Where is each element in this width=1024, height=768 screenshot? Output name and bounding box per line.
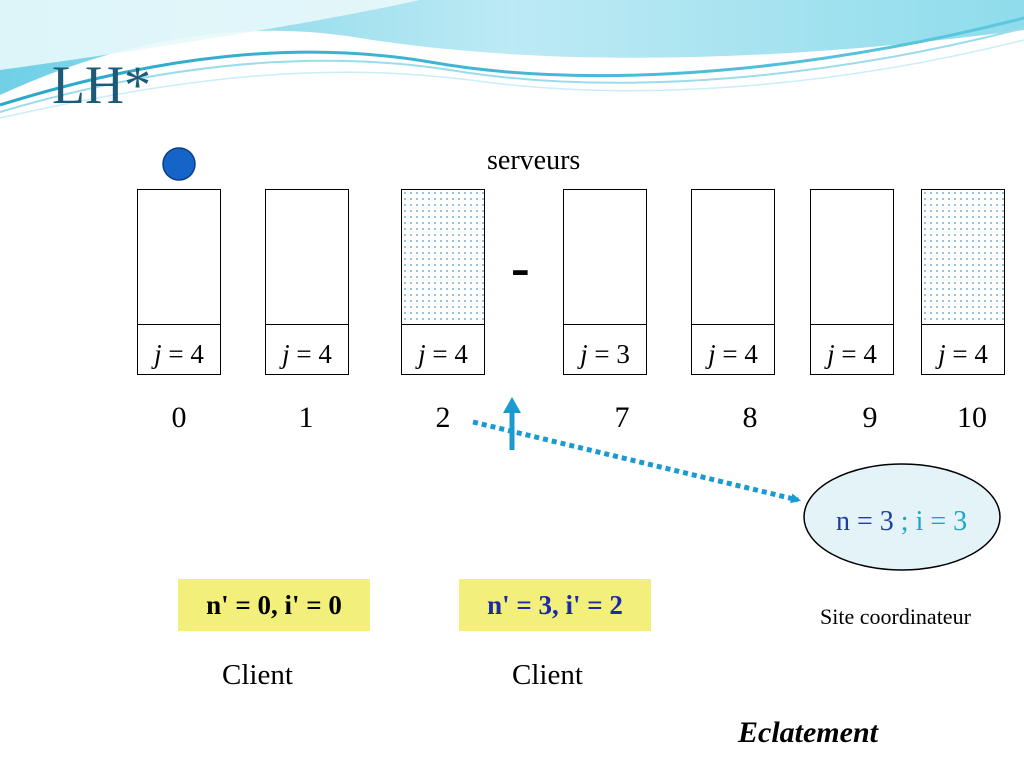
servers-label: serveurs: [487, 145, 581, 176]
coordinator-state: n = 3 ; i = 3: [836, 508, 967, 536]
bucket-number: 1: [298, 401, 314, 434]
bucket-level-value: = 4: [715, 339, 758, 369]
client-0-state: n' = 0, i' = 0: [178, 579, 370, 631]
server-bucket-1: j = 4: [265, 189, 349, 375]
bucket-level-var: j: [154, 339, 162, 369]
coordinator-separator: ;: [893, 506, 916, 537]
bucket-level-label: j = 4: [692, 341, 774, 368]
client-1-label: Client: [512, 659, 583, 691]
bucket-storage-area: [922, 190, 1004, 325]
server-bucket-8: j = 4: [691, 189, 775, 375]
bucket-level-value: = 4: [425, 339, 468, 369]
bucket-number: 8: [742, 401, 758, 434]
bucket-level-var: j: [418, 339, 426, 369]
bucket-number: 7: [614, 401, 630, 434]
server-bucket-2: j = 4: [401, 189, 485, 375]
bucket-storage-area: [692, 190, 774, 325]
bucket-level-label: j = 3: [564, 341, 646, 368]
bucket-level-label: j = 4: [138, 341, 220, 368]
client-0-label: Client: [222, 659, 293, 691]
section-label: Eclatement: [738, 716, 878, 749]
bucket-level-value: = 4: [289, 339, 332, 369]
server-bucket-9: j = 4: [810, 189, 894, 375]
slide-title: LH*: [52, 55, 151, 115]
bucket-storage-area: [564, 190, 646, 325]
gap-marker: -: [511, 237, 530, 299]
bucket-level-var: j: [708, 339, 716, 369]
bucket-level-var: j: [282, 339, 290, 369]
up-arrow-head: [503, 397, 521, 413]
bucket-storage-area: [402, 190, 484, 325]
coordinator-label: Site coordinateur: [820, 604, 971, 629]
bucket-level-label: j = 4: [811, 341, 893, 368]
bucket-level-label: j = 4: [922, 341, 1004, 368]
bucket-storage-area: [138, 190, 220, 325]
bucket-number: 9: [862, 401, 878, 434]
server-bucket-0: j = 4: [137, 189, 221, 375]
client-1-state: n' = 3, i' = 2: [459, 579, 651, 631]
bucket-storage-area: [811, 190, 893, 325]
bucket-number: 0: [171, 401, 187, 434]
coordinator-i: i = 3: [915, 506, 968, 537]
server-bucket-10: j = 4: [921, 189, 1005, 375]
coordinator-n: n = 3: [836, 506, 894, 537]
bucket-level-value: = 4: [945, 339, 988, 369]
bucket-number: 2: [435, 401, 451, 434]
server-bucket-7: j = 3: [563, 189, 647, 375]
bucket-level-label: j = 4: [266, 341, 348, 368]
bucket-level-var: j: [580, 339, 588, 369]
bucket-level-value: = 3: [587, 339, 630, 369]
bucket-level-value: = 4: [834, 339, 877, 369]
bucket-level-var: j: [827, 339, 835, 369]
bucket-storage-area: [266, 190, 348, 325]
bucket-level-label: j = 4: [402, 341, 484, 368]
bucket-level-var: j: [938, 339, 946, 369]
header-wave-decoration: [0, 0, 1024, 119]
bucket-number: 10: [957, 401, 987, 434]
bucket-level-value: = 4: [161, 339, 204, 369]
